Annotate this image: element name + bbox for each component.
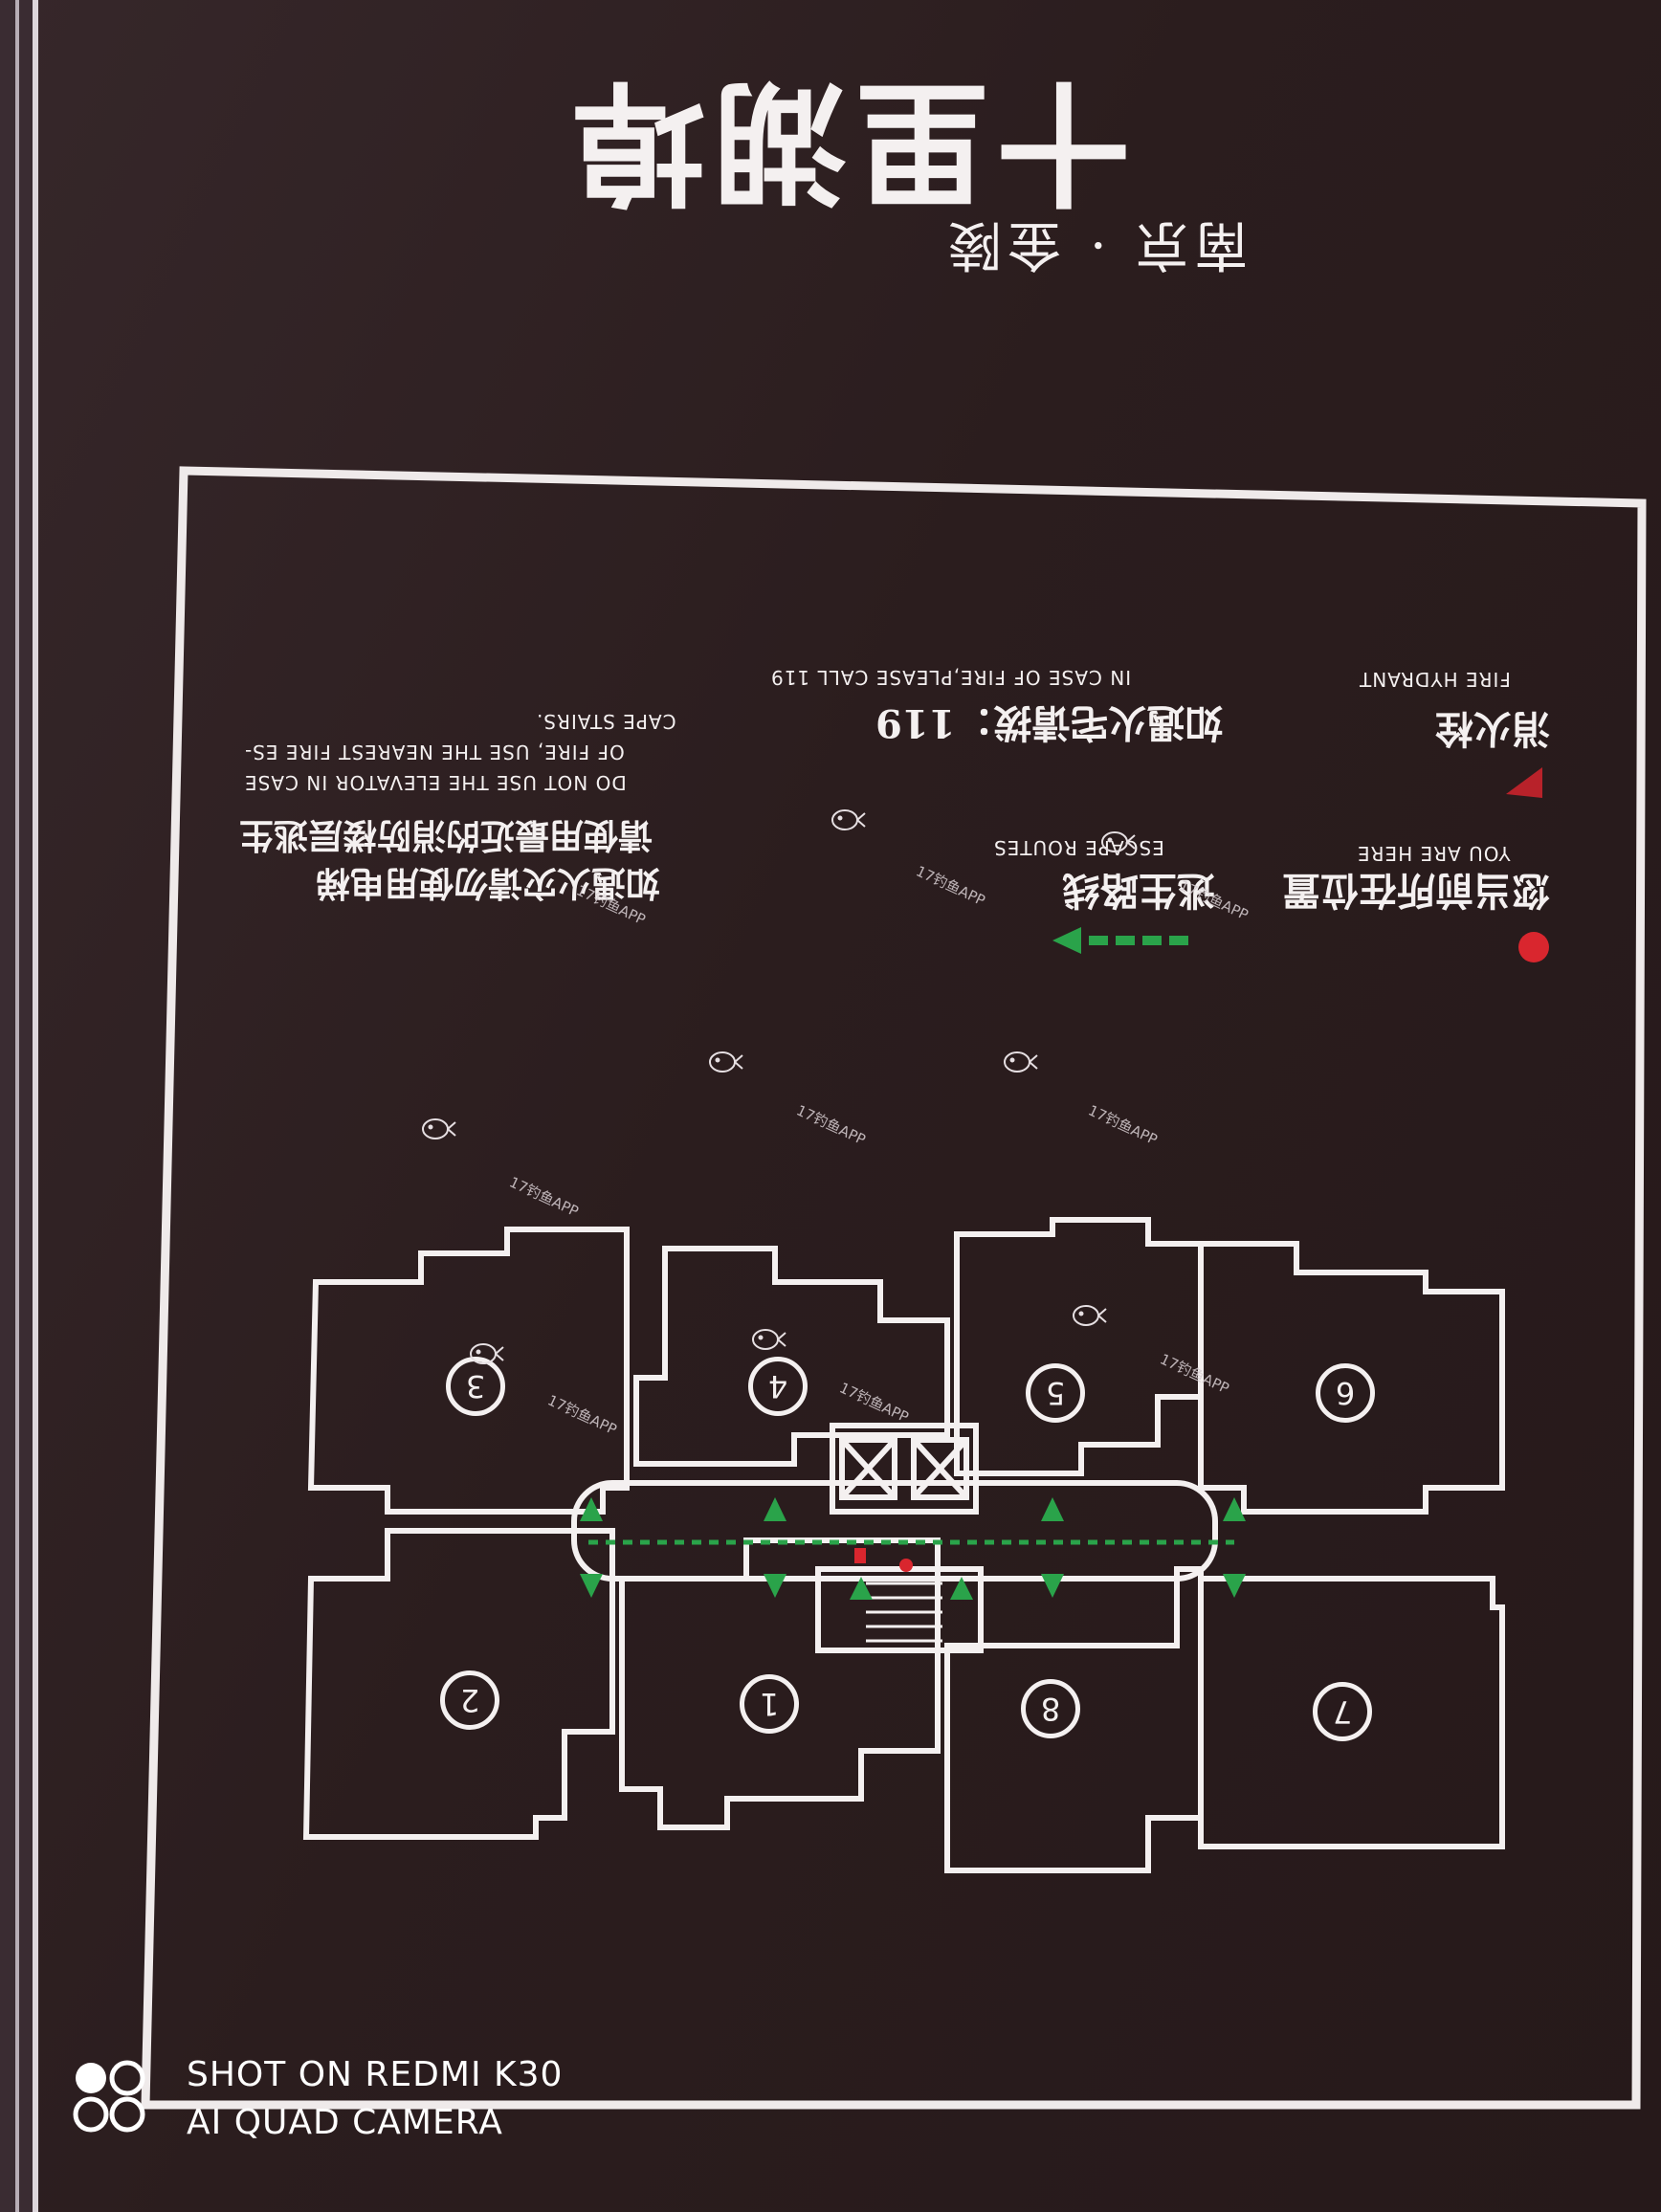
camera-watermark-line2: AI QUAD CAMERA	[187, 2103, 503, 2142]
unit-8-label: 8	[1021, 1679, 1080, 1738]
location-markers	[854, 1548, 913, 1572]
escape-arrows	[580, 1497, 1246, 1600]
unit-4-label: 4	[748, 1357, 808, 1416]
fish-stamp-icon	[1101, 831, 1136, 852]
left-frame-line	[15, 0, 19, 2212]
unit-1-label: 1	[740, 1674, 799, 1734]
unit-3-outline	[307, 1227, 630, 1515]
fish-stamp-icon	[709, 1051, 743, 1073]
you-are-here-marker-icon	[1518, 932, 1549, 962]
fish-stamp-icon	[831, 809, 866, 830]
unit-7-label: 7	[1313, 1682, 1372, 1741]
fish-stamp-icon	[1073, 1305, 1107, 1326]
fish-stamp-icon	[422, 1118, 456, 1139]
fish-stamp-icon	[752, 1329, 786, 1350]
quad-camera-icon	[73, 2060, 145, 2133]
unit-5-label: 5	[1026, 1363, 1085, 1423]
fire-hydrant-icon	[1506, 767, 1542, 798]
unit-6-label: 6	[1316, 1363, 1375, 1423]
camera-watermark-line1: SHOT ON REDMI K30	[187, 2055, 564, 2094]
fish-stamp-icon	[470, 1343, 504, 1364]
camera-watermark: SHOT ON REDMI K30 AI QUAD CAMERA	[72, 2047, 569, 2172]
fish-stamp-icon	[1004, 1051, 1038, 1073]
left-frame-edge	[0, 0, 38, 2212]
escape-route-arrow-icon	[1052, 927, 1188, 954]
unit-2-label: 2	[440, 1670, 499, 1730]
